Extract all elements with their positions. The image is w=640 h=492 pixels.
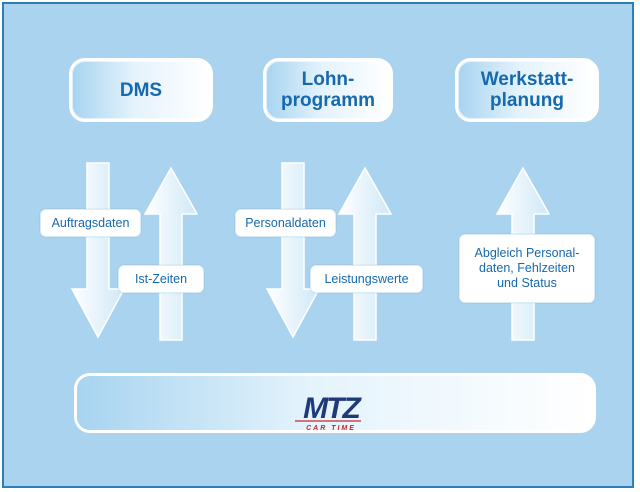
arrow-down-dms [70, 162, 126, 339]
label-personaldaten: Personaldaten [235, 209, 336, 237]
werkstattplanung-box: Werkstatt- planung [455, 58, 599, 122]
svg-text:CAR TIME: CAR TIME [306, 425, 356, 432]
label-auftragsdaten: Auftragsdaten [40, 209, 141, 237]
label-ist-zeiten: Ist-Zeiten [118, 265, 204, 293]
dms-label: DMS [119, 79, 163, 101]
dms-box: DMS [69, 58, 213, 122]
werkstattplanung-label: Werkstatt- planung [480, 69, 574, 111]
svg-text:MTZ: MTZ [303, 392, 362, 425]
lohnprogramm-label: Lohn- programm [281, 69, 375, 111]
label-leistungswerte: Leistungswerte [310, 265, 423, 293]
arrow-up-lohn [337, 166, 393, 341]
lohnprogramm-box: Lohn- programm [263, 58, 393, 122]
label-abgleich: Abgleich Personal- daten, Fehlzeiten und… [459, 234, 595, 303]
arrow-up-dms [143, 166, 199, 341]
mtz-cartime-logo: MTZ CAR TIME [295, 392, 364, 432]
arrow-down-lohn [265, 162, 321, 339]
mtz-cartime-box [74, 373, 596, 433]
